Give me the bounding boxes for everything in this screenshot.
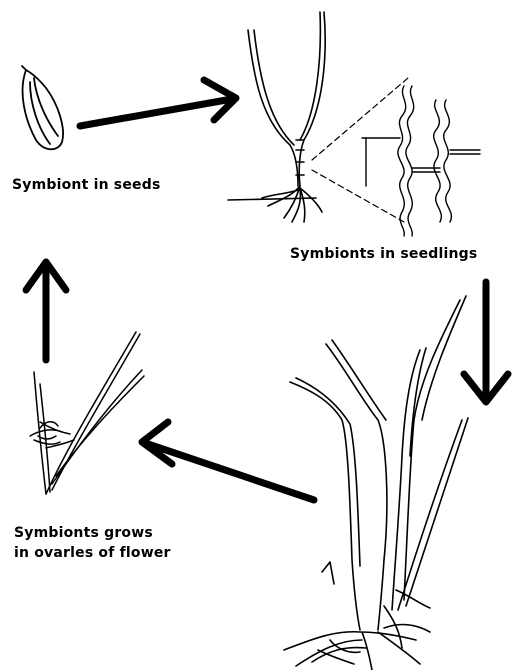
mature-plant-illustration [284,296,468,670]
arrow-flower-to-seed [26,262,66,360]
label-in-ovaries-of-flower: in ovarles of flower [14,543,171,563]
magnification-lines [312,78,408,222]
arrow-plant-to-flower [142,422,314,500]
label-symbiont-in-seeds: Symbiont in seeds [12,175,161,195]
seedling-illustration [228,12,325,222]
arrow-seed-to-seedling [80,80,236,126]
arrow-seedling-to-plant [464,282,508,402]
label-symbionts-grows: Symbionts grows [14,523,153,543]
seed-illustration [22,66,63,149]
magnified-symbionts [362,86,480,236]
label-symbionts-in-seedlings: Symbionts in seedlings [290,244,477,264]
